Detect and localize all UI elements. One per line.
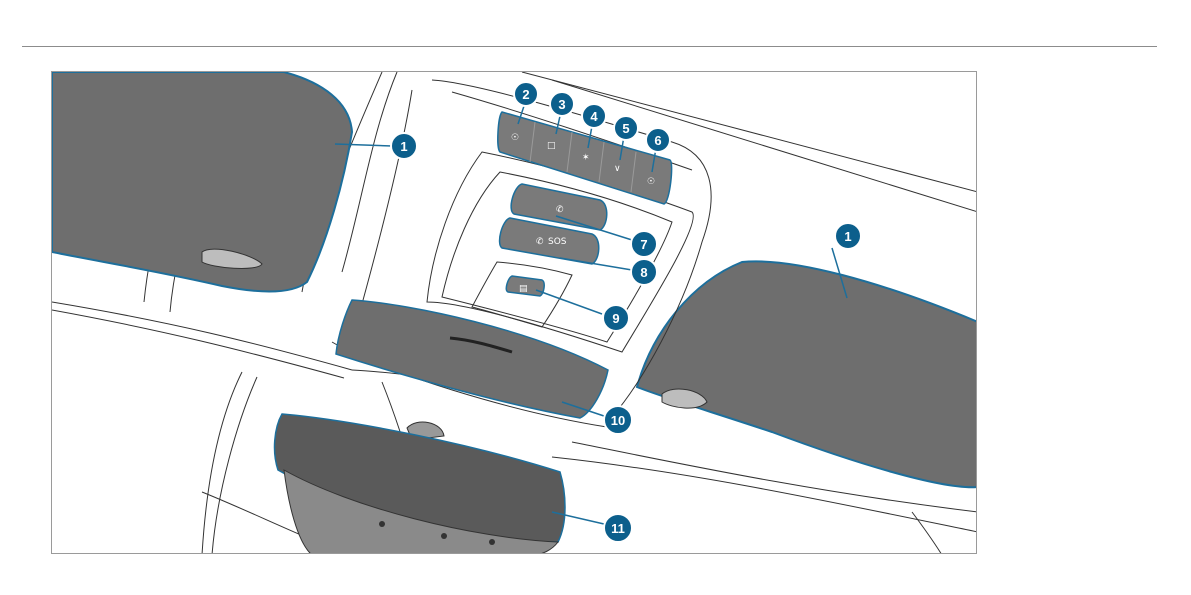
callout-1-right: 1 [835,223,861,249]
callout-7: 7 [631,231,657,257]
callout-7-label: 7 [640,237,647,252]
callout-8-label: 8 [640,265,647,280]
header-rule [22,46,1157,47]
callout-9-label: 9 [612,311,619,326]
callout-10-label: 10 [611,413,625,428]
callout-1-left-label: 1 [400,139,407,154]
callout-1-right-label: 1 [844,229,851,244]
callout-3: 3 [550,92,574,116]
light-off-icon: ✶ [582,153,590,163]
door-light-icon: ∨ [614,164,621,174]
sunroof-button: ▤ [506,276,544,296]
callout-5: 5 [614,116,638,140]
right-sun-visor [637,261,977,487]
callout-4: 4 [582,104,606,128]
callout-2-label: 2 [522,87,529,102]
sunroof-icon: ▤ [519,284,528,294]
interior-light-icon: □ [547,141,556,151]
callout-4-label: 4 [590,109,598,124]
callout-2: 2 [514,82,538,106]
callout-8: 8 [631,259,657,285]
callout-6: 6 [646,128,670,152]
reading-light-left-icon: ☉ [511,133,519,143]
left-sun-visor [52,72,352,292]
callout-10: 10 [604,406,632,434]
callout-11: 11 [604,514,632,542]
sos-label: SOS [548,237,567,247]
rear-view-mirror [275,414,565,554]
reading-light-right-icon: ☉ [647,177,655,187]
glasses-compartment [336,300,608,418]
overhead-control-panel-figure: ☉ □ ✶ ∨ ☉ ✆ ✆ SOS ▤ [51,71,977,554]
callout-11-label: 11 [611,521,625,536]
callout-6-label: 6 [654,133,661,148]
callout-3-label: 3 [558,97,565,112]
figure-drawing: ☉ □ ✶ ∨ ☉ ✆ ✆ SOS ▤ [52,72,977,554]
sos-phone-icon: ✆ [536,237,544,247]
callout-1-left: 1 [391,133,417,159]
callout-5-label: 5 [622,121,629,136]
callout-9: 9 [603,305,629,331]
phone-service-icon: ✆ [556,205,564,215]
